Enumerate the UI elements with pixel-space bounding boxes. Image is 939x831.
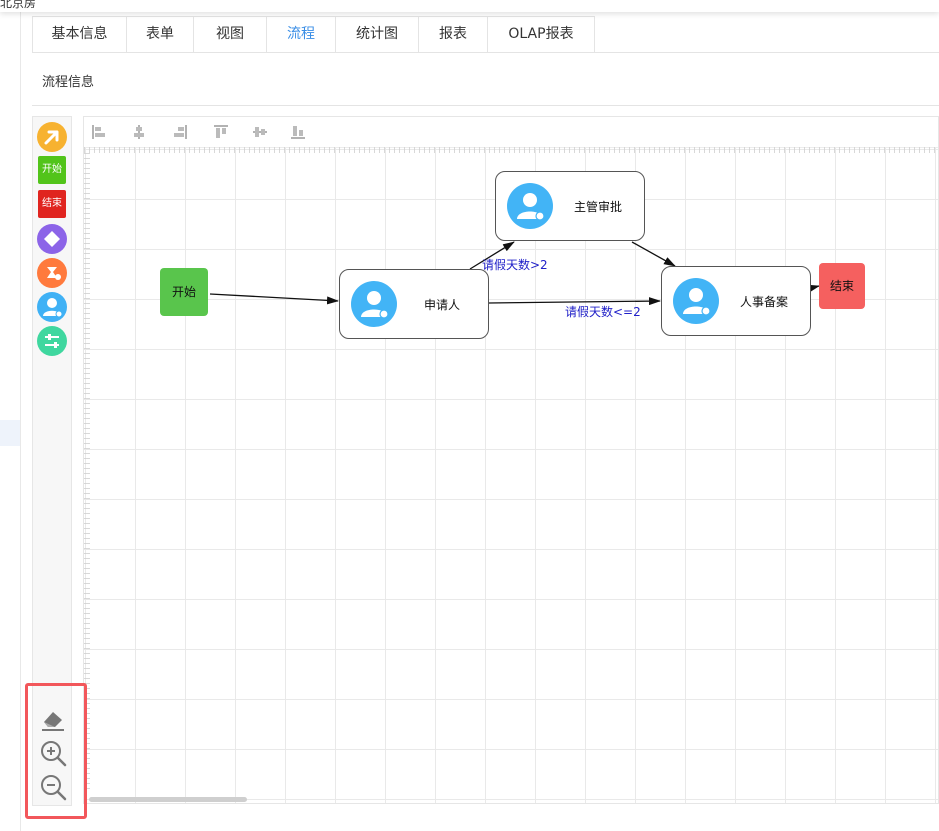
horizontal-scrollbar[interactable] [89,797,247,802]
left-ruler [84,153,90,793]
align-left-icon[interactable] [92,125,106,139]
condition-label-le2[interactable]: 请假天数<=2 [565,305,641,319]
align-bottom-icon[interactable] [291,125,305,139]
task-label: 主管审批 [573,199,622,214]
task-label: 申请人 [423,297,460,312]
gateway-diamond-icon[interactable] [37,224,67,254]
left-navigation-strip [0,12,21,831]
end-node[interactable]: 结束 [819,263,865,309]
section-title: 流程信息 [42,75,95,90]
tab-olap-report[interactable]: OLAP报表 [487,16,595,52]
edge-applicant-supervisor[interactable] [469,241,515,270]
eraser-icon[interactable] [38,704,68,734]
task-node-hr[interactable]: 人事备案 [661,266,811,336]
edge-supervisor-hr[interactable] [631,241,676,267]
start-node[interactable]: 开始 [160,268,208,316]
align-top-icon[interactable] [214,125,228,139]
zoom-out-icon[interactable] [38,772,68,802]
tab-bar: 基本信息 表单 视图 流程 统计图 报表 OLAP报表 [32,16,939,53]
app-title: 北京房 [0,0,37,10]
top-header-bar: 北京房 [0,0,939,12]
zoom-in-icon[interactable] [38,738,68,768]
user-avatar-icon [673,278,719,324]
top-ruler [84,147,938,153]
connect-tool-icon[interactable] [37,122,67,152]
task-node-applicant[interactable]: 申请人 [339,269,489,339]
edge-hr-end[interactable] [807,284,820,293]
tab-report[interactable]: 报表 [418,16,488,52]
user-avatar-icon [507,183,553,229]
align-right-icon[interactable] [173,125,187,139]
align-center-icon[interactable] [132,125,146,139]
edge-start-applicant[interactable] [209,293,339,305]
tab-view[interactable]: 视图 [193,16,267,52]
nav-selected-item[interactable] [0,420,20,446]
node-palette: 开始 结束 [32,116,72,806]
tab-form[interactable]: 表单 [126,16,194,52]
subprocess-icon[interactable] [37,258,67,288]
settings-sliders-icon[interactable] [37,326,67,356]
user-task-icon[interactable] [37,292,67,322]
task-node-supervisor[interactable]: 主管审批 [495,171,645,241]
task-label: 人事备案 [739,294,788,309]
condition-label-gt2[interactable]: 请假天数>2 [482,258,548,272]
zoom-controls-highlight [25,683,87,819]
user-avatar-icon [351,281,397,327]
tab-basic-info[interactable]: 基本信息 [32,16,127,52]
align-middle-icon[interactable] [253,125,267,139]
start-node-tool[interactable]: 开始 [38,156,66,184]
end-node-tool[interactable]: 结束 [38,190,66,218]
divider [32,105,939,106]
edge-applicant-hr[interactable] [488,297,661,306]
